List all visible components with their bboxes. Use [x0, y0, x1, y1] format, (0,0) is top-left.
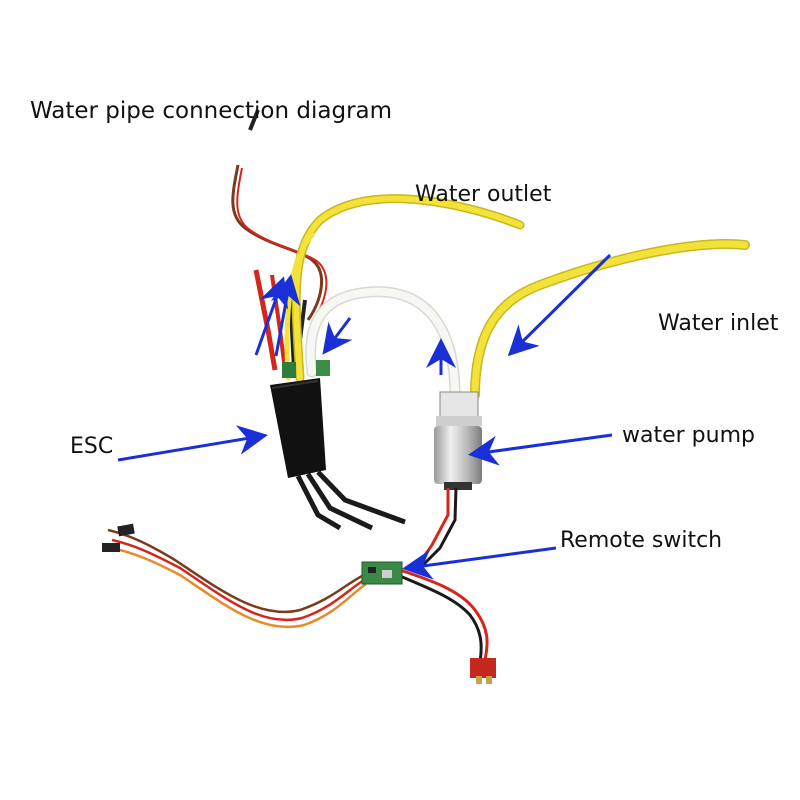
flow-arrows — [117, 253, 613, 580]
arrow-into-white-tube — [322, 317, 353, 355]
arrow-esc-up-right — [270, 274, 301, 357]
servo-lead-top — [231, 109, 328, 323]
water-pump — [434, 391, 482, 490]
label-water-inlet: Water inlet — [658, 311, 779, 336]
arrow-water-inlet — [507, 253, 612, 357]
arrow-esc — [117, 425, 268, 462]
esc-capacitor-board — [282, 362, 296, 378]
remote-switch-wiring — [102, 523, 489, 663]
label-remote-switch: Remote switch — [560, 528, 723, 553]
esc-body — [270, 378, 326, 478]
pump-wires — [416, 487, 458, 570]
label-water-pump: water pump — [622, 423, 755, 448]
arrow-water-pump — [468, 433, 613, 466]
label-water-outlet: Water outlet — [415, 182, 552, 207]
t-plug-connector — [470, 658, 496, 684]
remote-switch-board — [361, 561, 403, 585]
water-inlet-tube — [470, 239, 750, 400]
esc-output-wires — [295, 470, 406, 531]
arrow-remote-switch — [402, 546, 557, 580]
diagram-title: Water pipe connection diagram — [30, 98, 393, 124]
label-esc: ESC — [70, 434, 114, 459]
